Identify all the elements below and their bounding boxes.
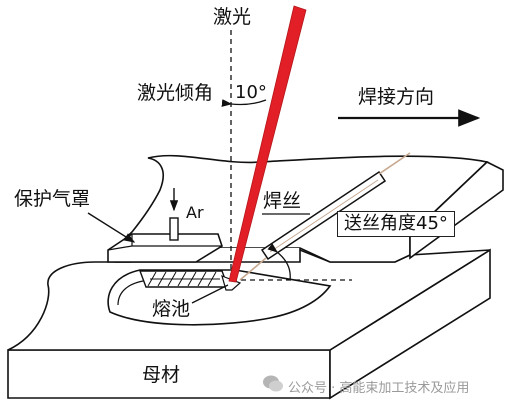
weld-pool-leader <box>191 284 229 304</box>
wechat-logo-icon <box>263 375 283 392</box>
filler-wire-core <box>269 179 379 253</box>
filler-wire-strand-bottom <box>239 257 267 281</box>
laser-tilt-arc <box>221 99 267 107</box>
wire-angle-arc <box>267 243 291 281</box>
filler-wire-strand-top <box>378 152 411 175</box>
watermark-text: 公众号 · 高能束加工技术及应用 <box>288 381 470 396</box>
argon-label: Ar <box>186 203 204 222</box>
shield-cover-leader <box>87 212 136 243</box>
laser-beam <box>228 5 307 283</box>
weld-bead-ripples <box>147 271 220 287</box>
weld-direction-label: 焊接方向 <box>358 86 435 108</box>
wire-angle-label: 送丝角度45° <box>337 211 455 237</box>
shield-gas-cover-label: 保护气罩 <box>14 188 91 210</box>
laser-tilt-value: 10° <box>235 82 267 103</box>
wire-label: 焊丝 <box>263 190 302 212</box>
weld-pool-label: 熔池 <box>152 298 191 320</box>
base-metal-label: 母材 <box>142 364 181 386</box>
argon-inlet-tube <box>169 217 179 241</box>
laser-tilt-label: 激光倾角 <box>137 82 214 104</box>
laser-label: 激光 <box>213 6 252 28</box>
